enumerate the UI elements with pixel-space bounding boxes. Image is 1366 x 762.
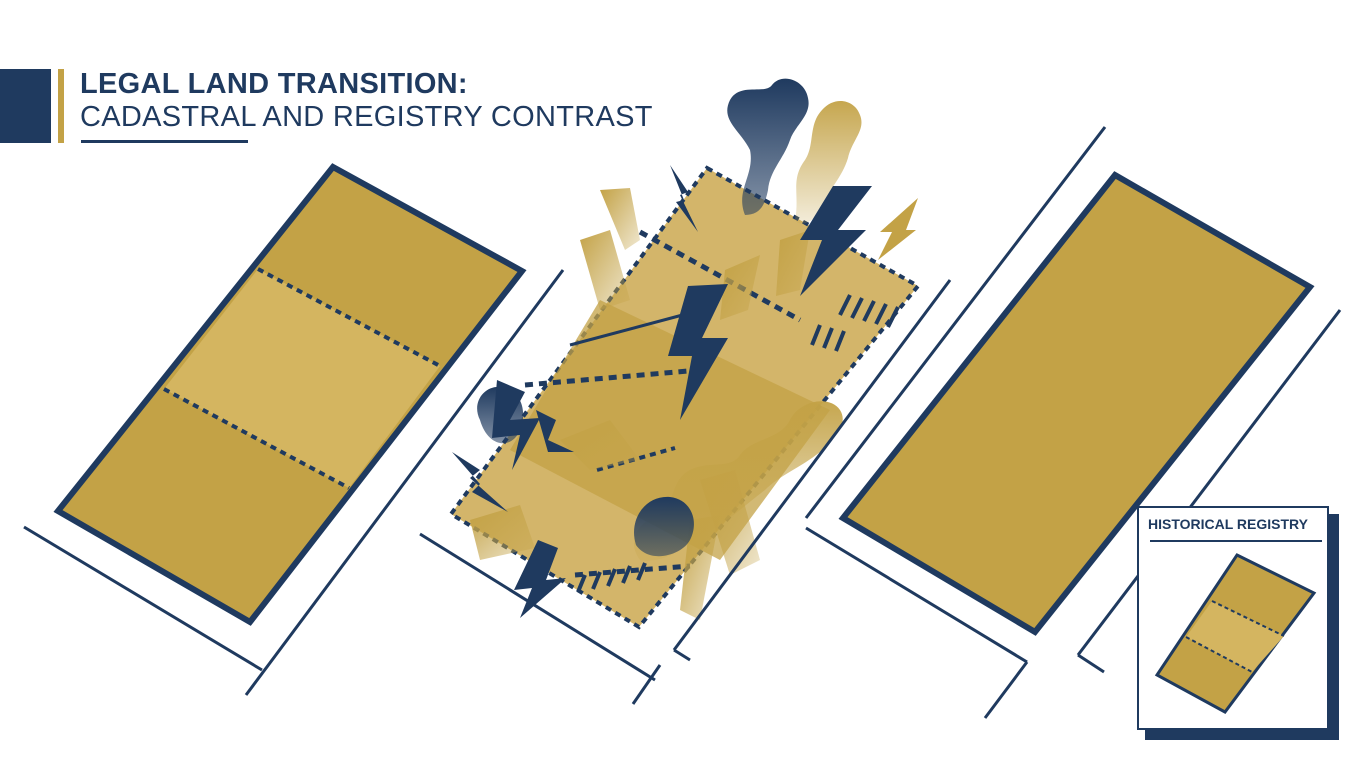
lightning-bolt-icon — [878, 198, 918, 260]
right-guide-line-diagonal-back — [804, 126, 1107, 519]
middle-guide-line-diagonal — [672, 279, 952, 651]
left-parcel — [53, 163, 527, 626]
lightning-bolt-icon — [800, 186, 872, 296]
left-guide-line-bottom — [23, 525, 263, 672]
page-title-line-1: LEGAL LAND TRANSITION: — [80, 68, 468, 100]
title-underline — [81, 140, 248, 143]
smoke-plume-icon — [795, 100, 862, 224]
lightning-bolt-icon — [668, 284, 728, 420]
lightning-bolt-icon — [536, 410, 574, 452]
lightning-bolt-icon — [670, 165, 698, 232]
inset-label: HISTORICAL REGISTRY — [1148, 516, 1308, 532]
inset-underline — [1150, 540, 1322, 542]
header-accent-bar — [58, 69, 64, 143]
lightning-bolt-icon — [452, 452, 508, 512]
historical-parcel — [1154, 553, 1317, 714]
right-guide-line-bottom — [805, 526, 1028, 664]
left-parcel-boundary-bottom — [163, 387, 350, 490]
right-guide-line-diagonal-front — [1076, 309, 1342, 656]
right-parcel — [838, 171, 1315, 636]
page-title-line-2: CADASTRAL AND REGISTRY CONTRAST — [80, 101, 653, 133]
lightning-bolt-icon — [492, 380, 540, 470]
left-guide-line-diagonal — [244, 269, 565, 696]
smoke-plume-icon — [727, 78, 809, 215]
left-parcel-boundary-top — [257, 267, 441, 368]
header-accent-block — [0, 69, 51, 143]
lightning-bolt-icon — [514, 540, 566, 618]
smoke-plume-icon — [634, 496, 694, 557]
middle-guide-line-bottom — [419, 532, 656, 682]
